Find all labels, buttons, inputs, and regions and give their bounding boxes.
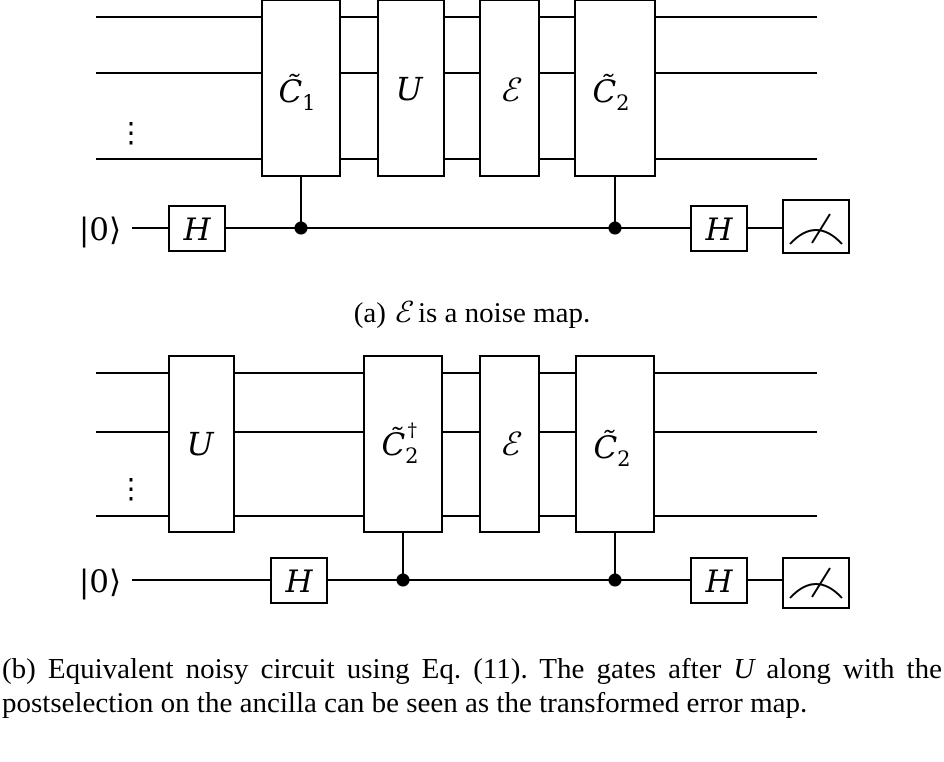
caption-a-prefix: (a)	[353, 297, 394, 329]
control-dot-a-1	[294, 221, 308, 235]
gate-u-label-a: U	[396, 70, 424, 108]
gate-c2dag-box	[363, 355, 443, 533]
caption-b-part1: (b) Equivalent noisy circuit using Eq. (…	[2, 653, 734, 685]
gate-u-box-a	[377, 0, 445, 177]
hadamard-label-a-2: H	[704, 212, 733, 248]
circuit-diagrams: |0⟩ ⋮ C̃1 U ℰ C̃2 H H |0⟩ ⋮ U C̃2† ℰ C̃2…	[79, 0, 850, 609]
control-dot-b-2	[608, 573, 622, 587]
gate-c2dag-label: C̃2†	[381, 419, 418, 468]
gate-error-box-a	[479, 0, 540, 177]
ancilla-label-a: |0⟩	[79, 212, 121, 248]
ancilla-label-b: |0⟩	[79, 564, 121, 600]
vdots-a: ⋮	[117, 116, 145, 149]
measurement-box-a	[782, 199, 850, 254]
vdots-b: ⋮	[117, 472, 145, 505]
control-dot-a-2	[608, 221, 622, 235]
hadamard-label-b-1: H	[284, 564, 313, 600]
gate-c2-label-a: C̃2	[592, 73, 629, 115]
meter-icon-a	[789, 213, 843, 245]
hadamard-label-a-1: H	[182, 212, 211, 248]
control-dot-b-1	[396, 573, 410, 587]
gate-c2-label-b: C̃2	[593, 429, 630, 471]
circuit-a-wires	[96, 16, 817, 229]
caption-b-part2: along with the postselection on the anci…	[2, 653, 942, 719]
hadamard-box-b-1	[270, 557, 328, 604]
gate-error-box-b	[479, 355, 540, 533]
gate-error-label-b: ℰ	[499, 425, 522, 463]
meter-icon-b	[789, 567, 843, 599]
hadamard-box-a-2	[690, 205, 748, 252]
caption-b-symbol: U	[733, 653, 755, 685]
caption-a-text: is a noise map.	[410, 297, 591, 329]
gate-error-label-a: ℰ	[499, 71, 522, 109]
caption-a: (a) ℰ is a noise map.	[0, 296, 944, 330]
caption-b: (b) Equivalent noisy circuit using Eq. (…	[2, 652, 942, 720]
gate-u-box-b	[168, 355, 235, 533]
hadamard-box-b-2	[690, 557, 748, 604]
hadamard-label-b-2: H	[704, 564, 733, 600]
gate-u-label-b: U	[187, 425, 215, 463]
gate-c1-label: C̃1	[278, 73, 315, 115]
caption-a-symbol: ℰ	[393, 297, 411, 329]
gate-c2-box-a	[574, 0, 656, 177]
gate-c1-box	[261, 0, 341, 177]
hadamard-box-a-1	[168, 205, 226, 252]
